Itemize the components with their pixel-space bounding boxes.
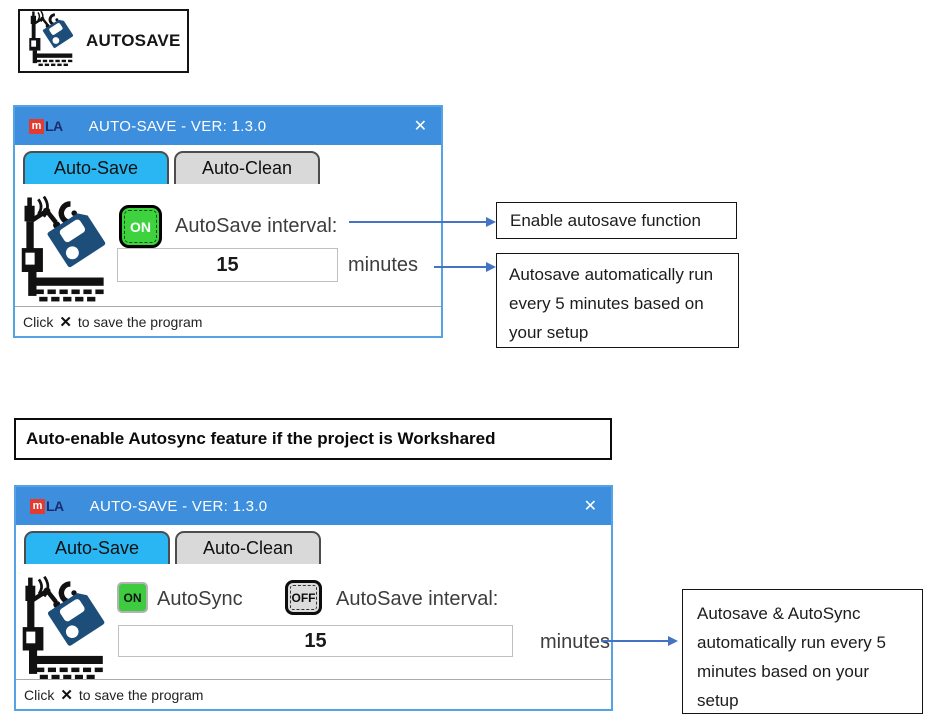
app-logo-icon: m LA [30, 498, 64, 514]
minutes-unit-label: minutes [540, 631, 611, 653]
interval-input[interactable] [117, 248, 338, 282]
callout-arrow-head-icon [668, 636, 678, 646]
close-icon[interactable]: ✕ [583, 498, 597, 515]
status-bar: Click ✕ to save the program [16, 679, 611, 709]
autosave-interval-label: AutoSave interval: [336, 588, 499, 610]
window-title: AUTO-SAVE - VER: 1.3.0 [88, 117, 267, 135]
autosave-dialog-1: m LA AUTO-SAVE - VER: 1.3.0 ✕ Auto-Save … [13, 105, 443, 338]
callout-arrow-line [434, 266, 487, 268]
callout-arrow-line [349, 221, 487, 223]
interval-input[interactable] [118, 625, 513, 657]
tab-strip: Auto-Save Auto-Clean [15, 145, 441, 184]
status-text-prefix: Click [24, 686, 55, 703]
autosave-robot-icon [27, 9, 77, 72]
callout-both-run: Autosave & AutoSync automatically run ev… [682, 589, 923, 714]
tab-strip: Auto-Save Auto-Clean [16, 525, 611, 564]
close-x-icon: ✕ [59, 313, 72, 331]
close-icon[interactable]: ✕ [413, 118, 427, 135]
tab-auto-clean[interactable]: Auto-Clean [174, 151, 320, 184]
tab-auto-save[interactable]: Auto-Save [23, 151, 169, 184]
workshared-note: Auto-enable Autosync feature if the proj… [14, 418, 612, 460]
callout-arrow-head-icon [486, 217, 496, 227]
minutes-unit-label: minutes [348, 254, 419, 276]
close-x-icon: ✕ [60, 686, 73, 704]
callout-enable-autosave: Enable autosave function [496, 202, 737, 239]
status-text-suffix: to save the program [78, 686, 204, 703]
status-text-suffix: to save the program [77, 313, 203, 330]
ribbon-button-label: AUTOSAVE [86, 31, 181, 50]
window-title: AUTO-SAVE - VER: 1.3.0 [89, 497, 268, 515]
status-text-prefix: Click [23, 313, 54, 330]
titlebar[interactable]: m LA AUTO-SAVE - VER: 1.3.0 ✕ [15, 107, 441, 145]
autosave-robot-icon [19, 193, 111, 310]
autosave-dialog-2: m LA AUTO-SAVE - VER: 1.3.0 ✕ Auto-Save … [14, 485, 613, 711]
autosync-label: AutoSync [157, 588, 243, 610]
autosave-off-toggle[interactable]: OFF [285, 580, 322, 615]
autosave-interval-label: AutoSave interval: [175, 215, 338, 237]
status-bar: Click ✕ to save the program [15, 306, 441, 336]
autosync-on-toggle[interactable]: ON [117, 582, 148, 613]
app-logo-icon: m LA [29, 118, 63, 134]
autosave-robot-icon [20, 573, 110, 688]
callout-autosave-run: Autosave automatically run every 5 minut… [496, 253, 739, 348]
titlebar[interactable]: m LA AUTO-SAVE - VER: 1.3.0 ✕ [16, 487, 611, 525]
callout-arrow-head-icon [486, 262, 496, 272]
callout-arrow-line [601, 640, 669, 642]
autosave-ribbon-button[interactable]: AUTOSAVE [18, 9, 189, 73]
tab-auto-save[interactable]: Auto-Save [24, 531, 170, 564]
tab-auto-clean[interactable]: Auto-Clean [175, 531, 321, 564]
autosave-on-toggle[interactable]: ON [119, 205, 162, 248]
